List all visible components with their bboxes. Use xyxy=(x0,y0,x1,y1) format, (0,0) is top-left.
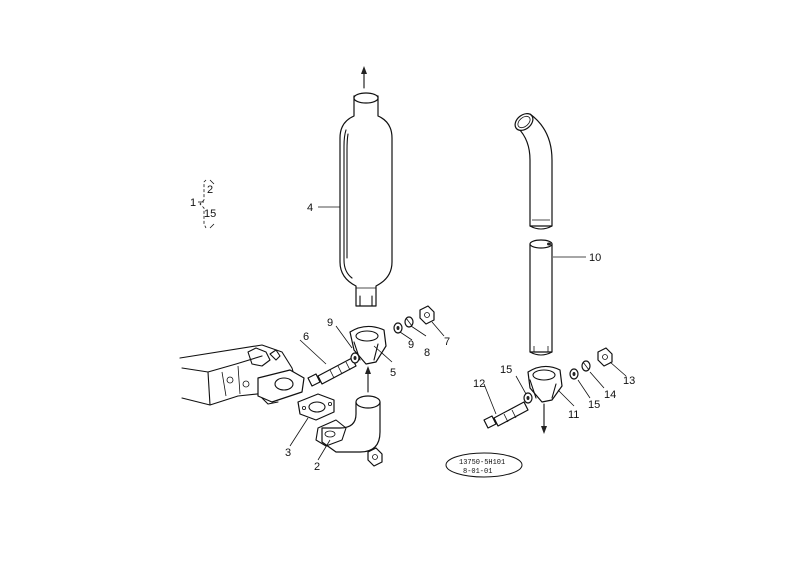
callout-13: 13 xyxy=(623,375,635,387)
bolt-part-lower xyxy=(483,401,529,429)
clamp-part-lower xyxy=(527,365,563,403)
washer-part-15b xyxy=(569,368,579,380)
assembly-bracket xyxy=(198,179,215,229)
callout-10: 10 xyxy=(589,252,601,264)
stamp-part-number: 13750-5H101 xyxy=(459,459,505,467)
callout-14: 14 xyxy=(604,389,616,401)
callout-11: 11 xyxy=(568,409,579,421)
callout-1: 1 xyxy=(190,197,196,209)
callout-2: 2 xyxy=(314,461,320,473)
nut-part-13 xyxy=(597,347,613,367)
flow-arrow-up xyxy=(361,66,367,89)
callout-7: 7 xyxy=(444,336,450,348)
flow-arrow-assembly xyxy=(365,366,371,393)
callout-15a: 15 xyxy=(500,364,512,376)
lock-washer-part-14 xyxy=(581,360,591,372)
nut-part-7 xyxy=(419,305,435,325)
bolt-part-upper xyxy=(307,357,357,387)
callout-12: 12 xyxy=(473,378,485,390)
gasket-part xyxy=(297,393,335,421)
washer-part-15a xyxy=(523,392,533,404)
callout-9a: 9 xyxy=(327,317,333,329)
callout-6: 6 xyxy=(303,331,309,343)
tail-pipe-part xyxy=(514,113,553,356)
callout-9b: 9 xyxy=(408,339,414,351)
stamp-date: 8-01-01 xyxy=(463,468,492,476)
nut-part-lower-left xyxy=(367,447,383,467)
flow-arrow-down xyxy=(541,403,547,434)
callout-15-bracket: 15 xyxy=(204,208,216,220)
washer-part-upper xyxy=(350,352,360,364)
muffler-part xyxy=(339,92,393,307)
callout-5: 5 xyxy=(390,367,396,379)
washer-part-9b xyxy=(393,322,403,334)
callout-15b: 15 xyxy=(588,399,600,411)
clamp-part-upper xyxy=(349,325,387,365)
callout-2-bracket: 2 xyxy=(207,184,213,196)
drawing-stamp: 13750-5H101 8-01-01 xyxy=(445,452,523,478)
lock-washer-part-8 xyxy=(404,316,414,328)
elbow-pipe-part xyxy=(315,395,381,453)
leader-lines xyxy=(289,206,627,461)
engine-manifold xyxy=(179,344,305,406)
callout-8: 8 xyxy=(424,347,430,359)
callout-4: 4 xyxy=(307,202,313,214)
callout-3: 3 xyxy=(285,447,291,459)
